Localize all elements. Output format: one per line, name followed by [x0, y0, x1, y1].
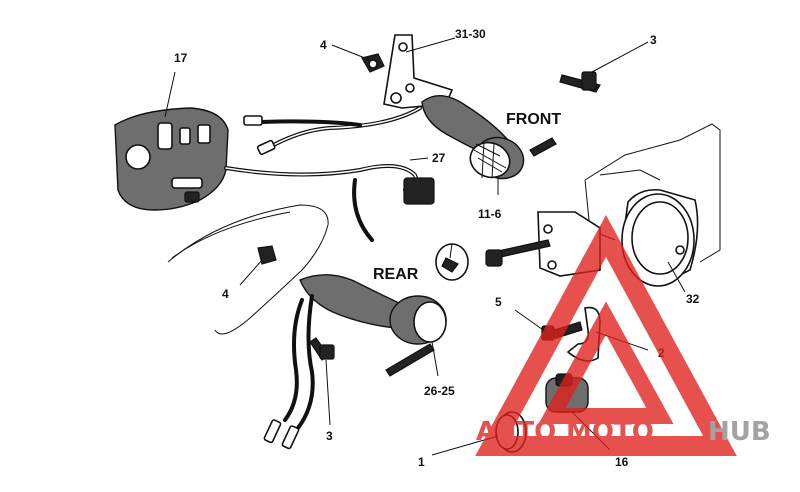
- callout-27: 27: [432, 151, 446, 165]
- callout-16: 16: [615, 455, 629, 469]
- left-handlebar-switch: [114, 107, 229, 211]
- callout-1: 1: [418, 455, 425, 469]
- front-screw-3: [559, 71, 601, 93]
- watermark-hub: HUB: [708, 417, 771, 447]
- bolt-4-left: [257, 245, 277, 265]
- rear-wiring: [263, 294, 315, 450]
- watermark-logo: AUTO MOTO HUB: [475, 215, 771, 456]
- callout-32: 32: [686, 292, 700, 306]
- front-indicator: [421, 95, 525, 180]
- switch-wiring: [224, 106, 435, 242]
- screw-rear-lens: [385, 343, 435, 377]
- front-screw-small: [529, 137, 557, 157]
- watermark-moto: MOTO: [566, 417, 654, 447]
- callout-4-left: 4: [222, 287, 229, 301]
- screw-3-rear: [309, 337, 335, 361]
- callout-3-top: 3: [650, 33, 657, 47]
- watermark-triangle-outer: [475, 215, 737, 456]
- headlight: [621, 188, 699, 287]
- callout-26-25: 26-25: [424, 384, 455, 398]
- callout-3-bottom: 3: [326, 429, 333, 443]
- heading-rear: REAR: [373, 266, 419, 283]
- callout-4-top: 4: [320, 38, 327, 52]
- callout-5: 5: [495, 295, 502, 309]
- tank-outline: [167, 204, 329, 335]
- callout-11-6: 11-6: [478, 207, 502, 221]
- heading-front: FRONT: [506, 111, 561, 128]
- callout-17: 17: [174, 51, 188, 65]
- watermark-triangle-inner: [538, 301, 674, 424]
- rear-indicator: [299, 243, 469, 345]
- watermark-auto: AUTO: [476, 417, 556, 447]
- bolt-4-top: [361, 53, 385, 73]
- callout-31-30: 31-30: [455, 27, 486, 41]
